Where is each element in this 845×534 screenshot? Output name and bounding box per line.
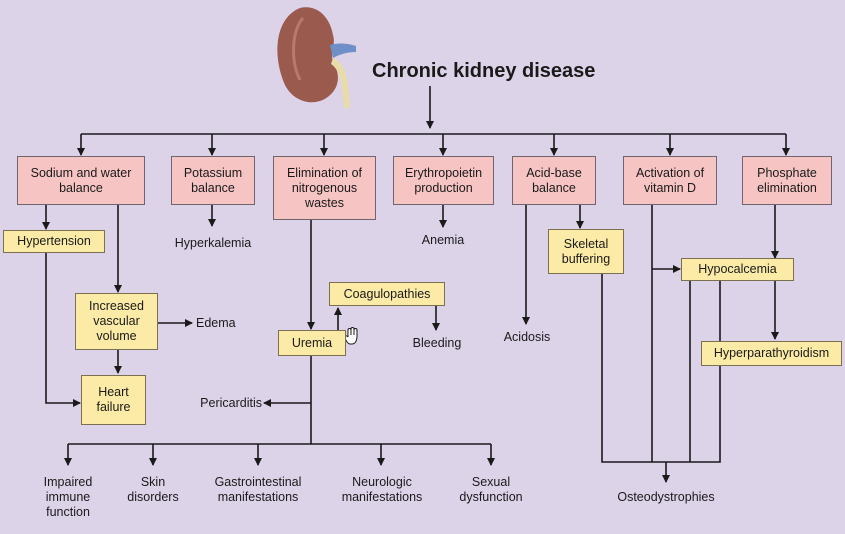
category-phosphate-elimination: Phosphate elimination xyxy=(742,156,832,205)
outcome-anemia: Anemia xyxy=(421,233,465,247)
category-erythropoietin-production: Erythropoietin production xyxy=(393,156,494,205)
category-acid-base-balance: Acid-base balance xyxy=(512,156,596,205)
outcome-hyperkalemia: Hyperkalemia xyxy=(174,236,252,250)
node-skeletal-buffering: Skeletal buffering xyxy=(548,229,624,274)
outcome-pericarditis: Pericarditis xyxy=(200,396,262,410)
outcome-bleeding: Bleeding xyxy=(412,336,462,350)
manifestation-skin-disorders: Skin disorders xyxy=(127,475,179,504)
manifestation-impaired-immune-function: Impaired immune function xyxy=(43,475,93,519)
node-coagulopathies: Coagulopathies xyxy=(329,282,445,306)
category-potassium-balance: Potassium balance xyxy=(171,156,255,205)
outcome-osteodystrophies: Osteodystrophies xyxy=(617,490,715,504)
category-sodium-water-balance: Sodium and water balance xyxy=(17,156,145,205)
hand-cursor-icon xyxy=(344,327,358,345)
node-hypocalcemia: Hypocalcemia xyxy=(681,258,794,281)
kidney-illustration xyxy=(277,7,356,108)
category-nitrogenous-wastes: Elimination of nitrogenous wastes xyxy=(273,156,376,220)
manifestation-gastrointestinal: Gastrointestinal manifestations xyxy=(214,475,302,504)
outcome-acidosis: Acidosis xyxy=(503,330,551,344)
outcome-edema: Edema xyxy=(196,316,236,330)
diagram-title: Chronic kidney disease xyxy=(372,60,596,82)
category-vitamin-d-activation: Activation of vitamin D xyxy=(623,156,717,205)
node-hypertension: Hypertension xyxy=(3,230,105,253)
node-increased-vascular-volume: Increased vascular volume xyxy=(75,293,158,350)
node-uremia: Uremia xyxy=(278,330,346,356)
node-heart-failure: Heart failure xyxy=(81,375,146,425)
manifestation-sexual-dysfunction: Sexual dysfunction xyxy=(459,475,523,504)
manifestation-neurologic: Neurologic manifestations xyxy=(341,475,423,504)
node-hyperparathyroidism: Hyperparathyroidism xyxy=(701,341,842,366)
